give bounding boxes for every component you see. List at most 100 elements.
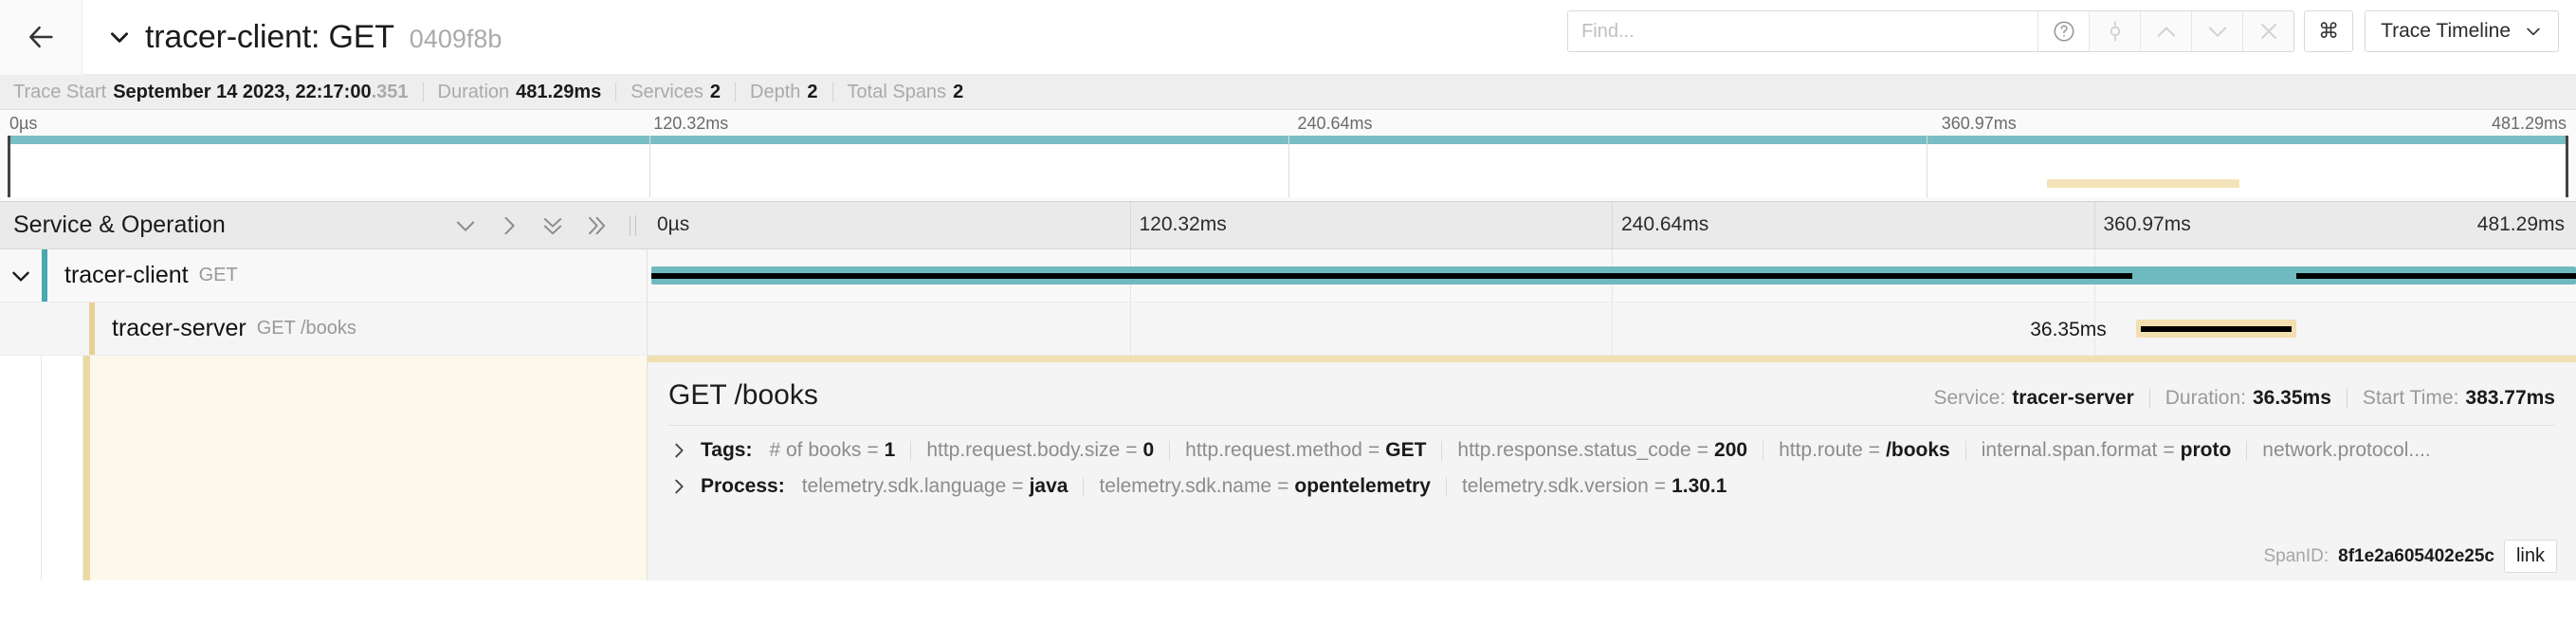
gutter-column (0, 356, 42, 580)
kv-key: telemetry.sdk.version (1461, 475, 1649, 497)
search-input[interactable] (1568, 11, 2038, 51)
process-items: telemetry.sdk.language=java telemetry.sdk… (802, 475, 1727, 498)
column-resize-handle[interactable] (630, 215, 636, 236)
span-label-cell[interactable]: tracer-client GET (0, 249, 648, 302)
search-filter-button[interactable] (2089, 11, 2141, 51)
span-detail-row: GET /books Service: tracer-server Durati… (0, 356, 2576, 580)
divider (735, 83, 737, 101)
view-selector[interactable]: Trace Timeline (2365, 10, 2559, 52)
kv-value: GET (1385, 439, 1427, 461)
kv-item: network.protocol.... (2262, 439, 2430, 462)
minimap-tick-label: 360.97ms (1941, 114, 2017, 133)
divider (1964, 440, 1966, 461)
detail-duration-label: Duration: (2165, 387, 2246, 409)
location-target-icon (2110, 21, 2120, 42)
search-help-button[interactable] (2037, 11, 2090, 51)
search-clear-button[interactable] (2242, 11, 2294, 51)
meta-value: 2 (709, 81, 722, 102)
span-rows: tracer-client GET tracer-server GET /boo… (0, 249, 2576, 356)
span-label-cell[interactable]: tracer-server GET /books (0, 303, 648, 355)
minimap-tick-label: 0µs (9, 114, 38, 133)
kv-value: 200 (1714, 439, 1748, 461)
span-bar[interactable] (2136, 320, 2297, 338)
span-bar[interactable] (651, 266, 2576, 285)
tags-expand-toggle[interactable] (668, 440, 689, 461)
divider (2346, 389, 2348, 408)
kv-value: java (1029, 475, 1069, 497)
span-bar-cell[interactable]: 36.35ms (648, 303, 2576, 355)
tags-heading: Tags: (701, 439, 753, 461)
detail-start-time-value: 383.77ms (2465, 387, 2555, 409)
chevron-down-icon[interactable] (107, 25, 132, 49)
detail-service-value: tracer-server (2012, 387, 2134, 409)
chevron-right-icon (675, 479, 684, 494)
double-chevron-down-icon[interactable] (539, 212, 566, 239)
arrow-left-icon (29, 26, 53, 48)
keyboard-shortcuts-button[interactable]: ⌘ (2304, 10, 2354, 52)
trace-meta-bar: Trace Start September 14 2023, 22:17:00.… (0, 75, 2576, 110)
kv-item: telemetry.sdk.language=java (802, 475, 1069, 498)
divider (615, 83, 617, 101)
meta-value: 481.29ms (516, 81, 602, 102)
search-next-button[interactable] (2191, 11, 2243, 51)
kv-key: http.route (1779, 439, 1863, 461)
kv-value: 0 (1142, 439, 1155, 461)
kv-value: proto (2180, 439, 2232, 461)
kv-item: http.request.body.size=0 (926, 439, 1154, 462)
timeline-tick-label: 240.64ms (1621, 213, 1709, 235)
column-title: Service & Operation (13, 211, 226, 238)
minimap-tick-label: 481.29ms (2491, 114, 2567, 133)
kv-equals: = (2163, 439, 2175, 461)
span-link-button[interactable]: link (2503, 540, 2557, 573)
table-row[interactable]: tracer-server GET /books 36.35ms (0, 303, 2576, 356)
process-expand-toggle[interactable] (668, 476, 689, 497)
table-row[interactable]: tracer-client GET (0, 249, 2576, 303)
detail-service-label: Service: (1933, 387, 2006, 409)
minimap-tick-label: 120.32ms (653, 114, 729, 133)
meta-duration: Duration 481.29ms (438, 82, 602, 103)
divider (668, 425, 2555, 426)
meta-trace-start: Trace Start September 14 2023, 22:17:00.… (13, 82, 409, 103)
minimap-viewport[interactable] (8, 136, 2568, 197)
trace-title-group: tracer-client: GET 0409f8b (82, 19, 502, 56)
kv-item: internal.span.format=proto (1982, 439, 2232, 462)
kv-equals: = (1277, 475, 1289, 497)
span-accent-bar (83, 356, 90, 580)
chevron-down-icon (2208, 27, 2226, 37)
kv-key: http.response.status_code (1457, 439, 1691, 461)
trace-header: tracer-client: GET 0409f8b (0, 0, 2576, 75)
span-id-label: SpanID: (2263, 545, 2329, 566)
detail-duration-value: 36.35ms (2252, 387, 2331, 409)
divider (2148, 389, 2150, 408)
collapse-controls (452, 212, 610, 239)
span-operation-name: GET (198, 265, 238, 285)
divider (1441, 440, 1443, 461)
minimap-gridline (649, 136, 650, 197)
span-detail-panel: GET /books Service: tracer-server Durati… (648, 356, 2576, 580)
double-chevron-right-icon[interactable] (583, 212, 610, 239)
span-operation-name: GET /books (256, 318, 356, 339)
span-color-bar (42, 249, 47, 302)
kv-value: 1 (884, 439, 896, 461)
chevron-down-icon (12, 271, 29, 282)
kv-item: http.request.method=GET (1185, 439, 1426, 462)
kv-value: 1.30.1 (1672, 475, 1727, 497)
tick-divider (1612, 202, 1613, 248)
span-bar-cell[interactable] (648, 249, 2576, 302)
divider (1083, 476, 1085, 497)
find-group (1567, 10, 2295, 52)
search-prev-button[interactable] (2140, 11, 2192, 51)
timeline-tick-label: 360.97ms (2103, 213, 2191, 235)
chevron-down-icon[interactable] (452, 212, 479, 239)
divider (831, 83, 833, 101)
minimap-tick-label: 240.64ms (1297, 114, 1373, 133)
service-operation-header: Service & Operation (0, 202, 648, 248)
span-expand-toggle[interactable] (0, 264, 42, 288)
trace-minimap[interactable]: 0µs 120.32ms 240.64ms 360.97ms 481.29ms (0, 110, 2576, 202)
back-button[interactable] (0, 0, 82, 75)
chevron-right-icon[interactable] (496, 212, 522, 239)
